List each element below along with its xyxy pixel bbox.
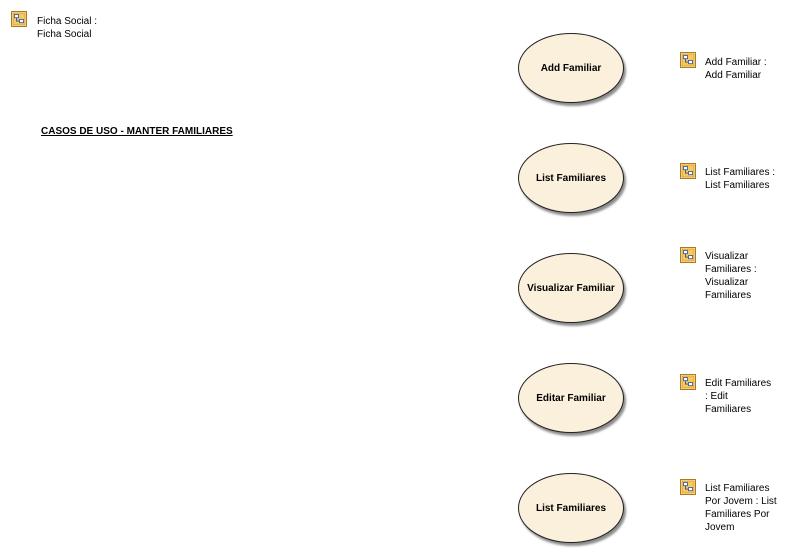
diagram-title: CASOS DE USO - MANTER FAMILIARES — [41, 126, 233, 137]
link-list-familiares[interactable]: List Familiares :List Familiares — [680, 163, 775, 192]
usecase-list-familiares-por-jovem[interactable]: List Familiares — [518, 473, 624, 543]
link-add-familiar[interactable]: Add Familiar :Add Familiar — [680, 52, 767, 82]
link-label: List Familiares :List Familiares — [705, 167, 776, 191]
hyperlink-icon — [680, 374, 696, 390]
hyperlink-icon — [680, 52, 696, 68]
ficha-social-label: Ficha Social :Ficha Social — [37, 16, 98, 40]
usecase-list-familiares[interactable]: List Familiares — [518, 143, 624, 213]
hyperlink-icon — [11, 11, 27, 27]
usecase-add-familiar[interactable]: Add Familiar — [518, 33, 624, 103]
usecase-editar-familiar[interactable]: Editar Familiar — [518, 363, 624, 433]
ficha-social-link[interactable]: Ficha Social :Ficha Social — [11, 11, 97, 41]
usecase-visualizar-familiar[interactable]: Visualizar Familiar — [518, 253, 624, 323]
hyperlink-icon — [680, 163, 696, 179]
hyperlink-icon — [680, 247, 696, 263]
link-label: Add Familiar :Add Familiar — [705, 57, 767, 81]
hyperlink-icon — [680, 479, 696, 495]
